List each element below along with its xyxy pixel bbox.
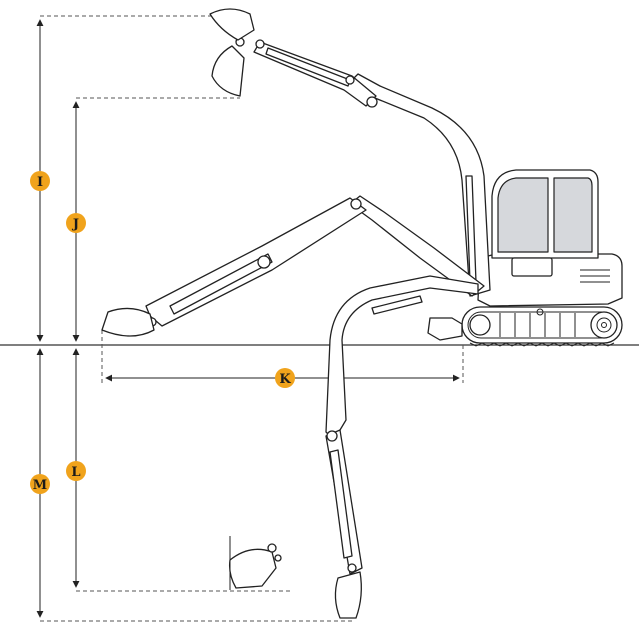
dimension-l: L bbox=[66, 348, 290, 592]
dimension-i: I bbox=[30, 15, 212, 342]
track bbox=[461, 306, 623, 347]
bucket-raised bbox=[211, 45, 245, 97]
dimension-j: J bbox=[66, 97, 240, 342]
dimension-k-label: K bbox=[279, 372, 291, 387]
dimension-l-label: L bbox=[71, 465, 80, 480]
cab-window-side bbox=[553, 177, 593, 253]
dimension-j-badge bbox=[66, 213, 86, 233]
arm-dig bbox=[325, 275, 479, 619]
dimension-j-label: J bbox=[72, 217, 79, 232]
bucket-raised-top bbox=[209, 8, 255, 41]
dimension-l-badge bbox=[66, 461, 86, 481]
drive-sprocket bbox=[590, 311, 618, 339]
dimension-k: K bbox=[101, 330, 464, 388]
cab-window-front bbox=[497, 177, 549, 253]
dozer-blade bbox=[427, 317, 463, 341]
dimension-m-label: M bbox=[33, 478, 47, 493]
bucket-at-depth bbox=[228, 536, 282, 590]
bucket-dig bbox=[334, 571, 362, 619]
arm-reach bbox=[101, 195, 485, 337]
dimension-m-badge bbox=[30, 474, 50, 494]
bucket-reach bbox=[101, 307, 155, 337]
dimension-k-badge bbox=[275, 368, 295, 388]
excavator-body bbox=[427, 169, 623, 347]
arm-raised bbox=[209, 8, 491, 297]
dimension-m: M bbox=[30, 348, 355, 622]
dimension-i-label: I bbox=[37, 175, 43, 190]
dimension-i-badge bbox=[30, 171, 50, 191]
